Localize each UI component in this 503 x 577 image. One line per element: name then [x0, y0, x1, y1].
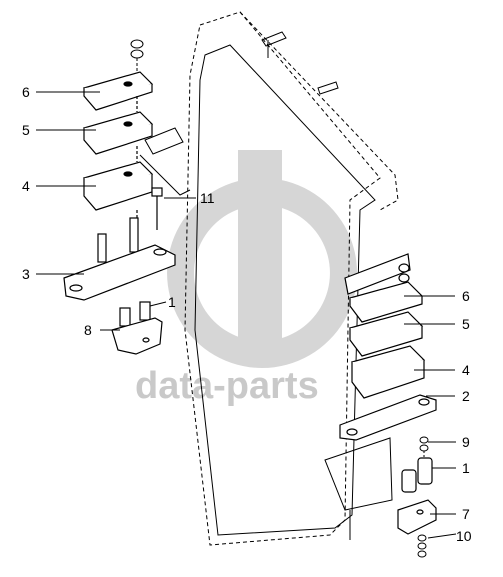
- right-pad-5: [348, 311, 424, 357]
- left-pad-6: [82, 71, 154, 111]
- left-pad-4: [82, 146, 154, 211]
- callout-right-5: 5: [462, 316, 470, 332]
- right-nut-9: [419, 436, 429, 458]
- right-bracket-top: [344, 253, 411, 295]
- left-pad-5: [82, 96, 154, 155]
- left-bracket-3: [63, 210, 176, 301]
- callout-left-6: 6: [22, 84, 30, 100]
- left-bracket-8: [111, 301, 163, 355]
- callout-right-1: 1: [462, 460, 470, 476]
- right-cylinders-1: [401, 457, 433, 493]
- left-nut-stack: [130, 39, 144, 74]
- callout-right-4: 4: [462, 362, 470, 378]
- right-bracket-7: [397, 499, 437, 535]
- right-bracket-2: [339, 394, 437, 441]
- callout-left-8: 8: [84, 322, 92, 338]
- callout-left-11: 11: [200, 190, 215, 206]
- watermark-text: data-parts: [135, 365, 319, 407]
- radiator-body: [139, 11, 399, 546]
- callout-left-1: 1: [168, 294, 176, 310]
- right-pad-6: [348, 281, 424, 323]
- left-bolt-11: [151, 187, 163, 230]
- watermark-logo-bar: [238, 150, 282, 360]
- leader-lines: [36, 91, 457, 539]
- callout-right-7: 7: [462, 506, 470, 522]
- callout-left-5: 5: [22, 122, 30, 138]
- right-frame-plate: [324, 437, 393, 540]
- callout-right-10: 10: [456, 528, 472, 544]
- callout-right-6: 6: [462, 288, 470, 304]
- callout-left-4: 4: [22, 178, 30, 194]
- right-nut-10: [417, 534, 427, 558]
- watermark-logo: [167, 150, 358, 368]
- right-pad-4: [350, 345, 426, 399]
- callout-left-3: 3: [22, 266, 30, 282]
- callout-right-2: 2: [462, 388, 470, 404]
- callout-right-9: 9: [462, 434, 470, 450]
